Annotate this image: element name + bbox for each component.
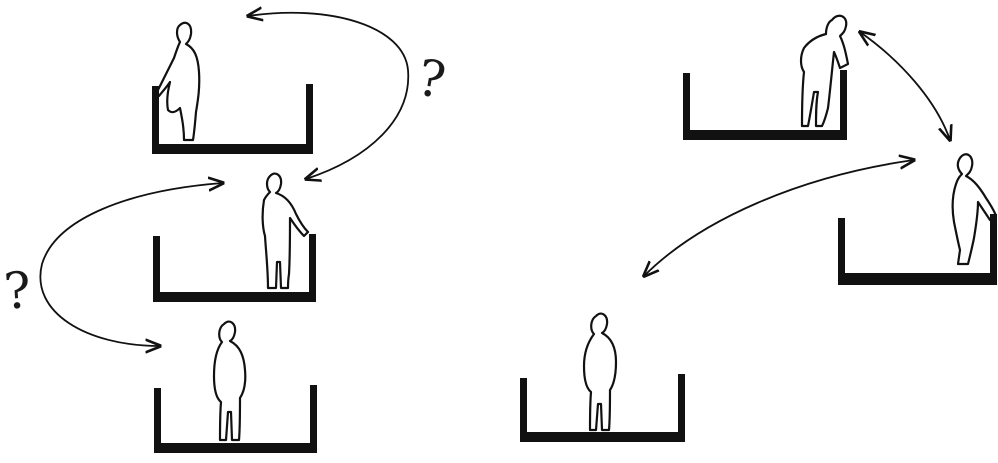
balcony-section [520, 374, 685, 442]
right-group-staggered-balconies [520, 14, 998, 442]
person-leaning-on-rail-icon [155, 21, 201, 142]
arrow-middle-to-top [248, 13, 410, 179]
question-mark-upper: ? [413, 48, 449, 110]
balcony-section [683, 70, 847, 140]
balcony-section [153, 234, 316, 302]
balcony-section [838, 214, 997, 285]
arrow-middle-to-bottom [39, 183, 223, 346]
person-leaning-over-rail-icon [261, 172, 310, 290]
balcony-section [154, 385, 317, 453]
balcony-right-lower [520, 312, 685, 442]
balcony-section [152, 84, 313, 154]
standing-person-icon [212, 320, 247, 442]
balcony-right-side [838, 153, 998, 285]
arrow-right-to-lower [644, 160, 914, 276]
balcony-left-top [152, 21, 313, 154]
balcony-left-bottom [154, 320, 317, 453]
left-group-stacked-balconies: ? ? [2, 13, 450, 453]
standing-person-icon [582, 312, 618, 432]
balcony-left-middle [153, 172, 316, 302]
question-mark-lower: ? [2, 261, 33, 321]
balcony-right-upper [683, 14, 850, 140]
person-leaning-forward-icon [799, 14, 850, 128]
person-holding-rail-icon [951, 153, 998, 266]
arrow-upper-to-right [860, 32, 950, 140]
